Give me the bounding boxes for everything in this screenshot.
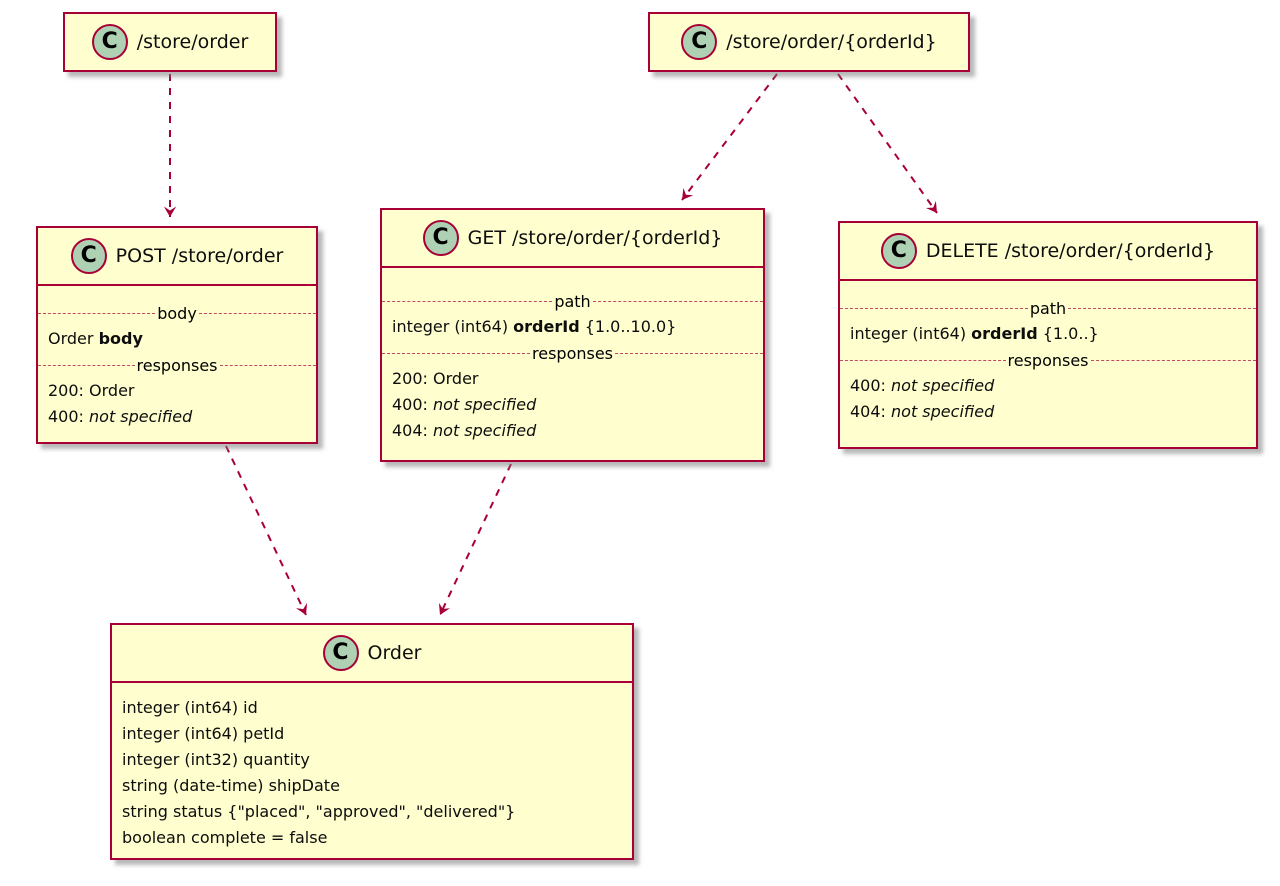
node-header: C GET /store/order/{orderId} xyxy=(382,210,763,266)
member-text-italic: not specified xyxy=(891,402,995,421)
section-divider-path: path xyxy=(382,288,763,314)
member-line: 404: not specified xyxy=(382,418,763,444)
member-text-italic: not specified xyxy=(89,407,193,426)
member-line: integer (int64) orderId {1.0..} xyxy=(840,321,1256,347)
edge-route-order-id-to-delete xyxy=(837,73,938,214)
node-header: C POST /store/order xyxy=(38,228,316,284)
node-title: GET /store/order/{orderId} xyxy=(467,227,723,249)
member-text: {1.0..10.0} xyxy=(579,317,677,336)
member-line: integer (int64) id xyxy=(112,695,632,721)
member-text: string status {"placed", "approved", "de… xyxy=(122,802,516,821)
member-text: integer (int64) id xyxy=(122,698,258,717)
member-line: 400: not specified xyxy=(382,392,763,418)
section-divider-responses: responses xyxy=(382,340,763,366)
class-node-get-store-order-id: C GET /store/order/{orderId} path intege… xyxy=(380,208,765,462)
class-circle-icon: C xyxy=(681,24,718,60)
node-members: integer (int64) id integer (int64) petId… xyxy=(112,681,632,861)
member-line: string (date-time) shipDate xyxy=(112,773,632,799)
member-line: 400: not specified xyxy=(38,404,316,430)
node-members: path integer (int64) orderId {1.0..10.0}… xyxy=(382,266,763,454)
member-line: 404: not specified xyxy=(840,399,1256,425)
member-text-bold: orderId xyxy=(971,324,1038,343)
member-line: 200: Order xyxy=(38,378,316,404)
member-line: 200: Order xyxy=(382,366,763,392)
member-line: string status {"placed", "approved", "de… xyxy=(112,799,632,825)
member-text-bold: body xyxy=(98,329,143,348)
member-text: string (date-time) shipDate xyxy=(122,776,340,795)
member-line: 400: not specified xyxy=(840,373,1256,399)
member-text: 400: xyxy=(48,407,90,426)
class-circle-icon: C xyxy=(322,635,359,671)
section-label: responses xyxy=(1007,350,1089,370)
node-title: Order xyxy=(367,642,422,664)
member-line: integer (int64) orderId {1.0..10.0} xyxy=(382,314,763,340)
member-text: 200: Order xyxy=(392,369,479,388)
class-node-route-store-order-id: C /store/order/{orderId} xyxy=(648,12,970,72)
class-node-delete-store-order-id: C DELETE /store/order/{orderId} path int… xyxy=(838,221,1258,449)
member-text: 200: Order xyxy=(48,381,135,400)
node-title: /store/order/{orderId} xyxy=(726,31,937,53)
section-label: path xyxy=(1029,298,1067,318)
member-line: Order body xyxy=(38,326,316,352)
section-divider-path: path xyxy=(840,295,1256,321)
member-text: 404: xyxy=(392,421,434,440)
node-header: C Order xyxy=(112,625,632,681)
class-node-route-store-order: C /store/order xyxy=(63,12,277,72)
member-text: 404: xyxy=(850,402,892,421)
class-node-post-store-order: C POST /store/order body Order body resp… xyxy=(36,226,318,444)
member-text-italic: not specified xyxy=(891,376,995,395)
member-line: integer (int64) petId xyxy=(112,721,632,747)
member-line: boolean complete = false xyxy=(112,825,632,851)
node-header: C /store/order/{orderId} xyxy=(650,14,968,70)
edge-route-order-id-to-get xyxy=(681,73,778,201)
node-members: path integer (int64) orderId {1.0..} res… xyxy=(840,279,1256,435)
member-text-italic: not specified xyxy=(433,395,537,414)
section-label: path xyxy=(554,291,591,311)
class-node-order-model: C Order integer (int64) id integer (int6… xyxy=(110,623,634,860)
member-text: integer (int64) xyxy=(850,324,972,343)
class-circle-icon: C xyxy=(880,233,917,269)
member-text: 400: xyxy=(850,376,892,395)
node-members: body Order body responses 200: Order 400… xyxy=(38,284,316,440)
member-text: integer (int32) quantity xyxy=(122,750,310,769)
member-text: boolean complete = false xyxy=(122,828,328,847)
edge-post-to-order xyxy=(225,445,308,616)
section-label: body xyxy=(157,303,197,323)
member-text: integer (int64) petId xyxy=(122,724,285,743)
member-text: integer (int64) xyxy=(392,317,514,336)
member-line: integer (int32) quantity xyxy=(112,747,632,773)
section-label: responses xyxy=(532,343,614,363)
edge-get-to-order xyxy=(438,463,512,616)
node-title: POST /store/order xyxy=(115,245,284,267)
member-text-italic: not specified xyxy=(433,421,537,440)
section-label: responses xyxy=(136,355,218,375)
section-divider-responses: responses xyxy=(38,352,316,378)
node-header: C DELETE /store/order/{orderId} xyxy=(840,223,1256,279)
class-circle-icon: C xyxy=(91,24,128,60)
node-title: /store/order xyxy=(136,31,249,53)
class-circle-icon: C xyxy=(422,220,459,256)
class-circle-icon: C xyxy=(70,238,107,274)
node-header: C /store/order xyxy=(65,14,275,70)
member-text: 400: xyxy=(392,395,434,414)
section-divider-body: body xyxy=(38,300,316,326)
section-divider-responses: responses xyxy=(840,347,1256,373)
member-text: {1.0..} xyxy=(1037,324,1099,343)
node-title: DELETE /store/order/{orderId} xyxy=(925,240,1216,262)
member-text-bold: orderId xyxy=(513,317,580,336)
member-text: Order xyxy=(48,329,99,348)
